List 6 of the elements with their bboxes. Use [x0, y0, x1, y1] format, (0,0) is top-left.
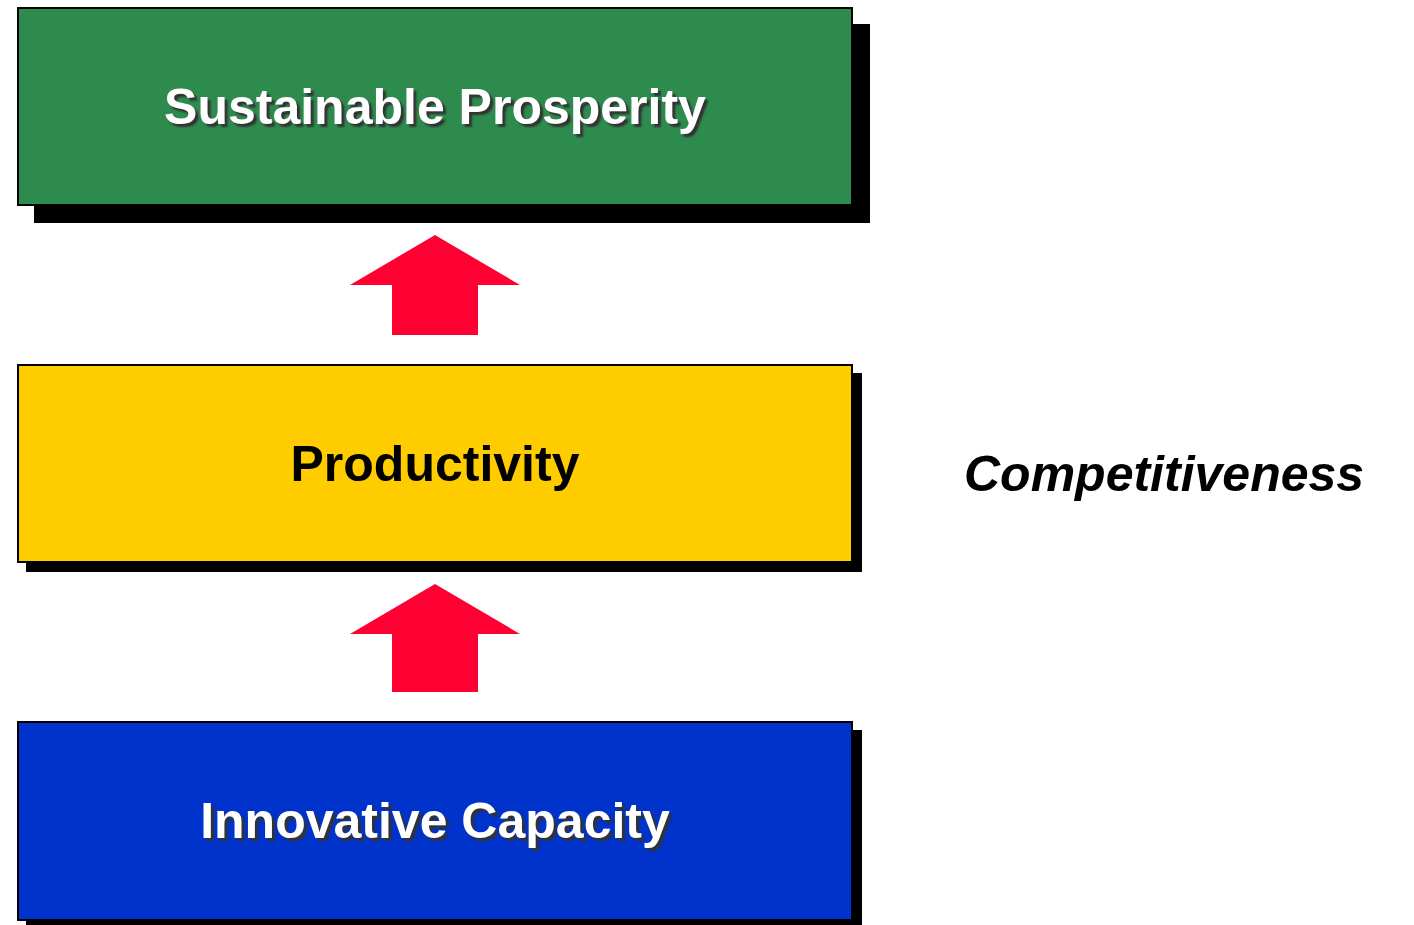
- block-arrow: [350, 235, 520, 335]
- block-arrow: [350, 584, 520, 692]
- side-label: Competitiveness: [964, 445, 1365, 503]
- box-label: Sustainable Prosperity: [164, 77, 706, 136]
- box-label: Innovative Capacity: [200, 792, 670, 850]
- box-label: Productivity: [290, 434, 580, 493]
